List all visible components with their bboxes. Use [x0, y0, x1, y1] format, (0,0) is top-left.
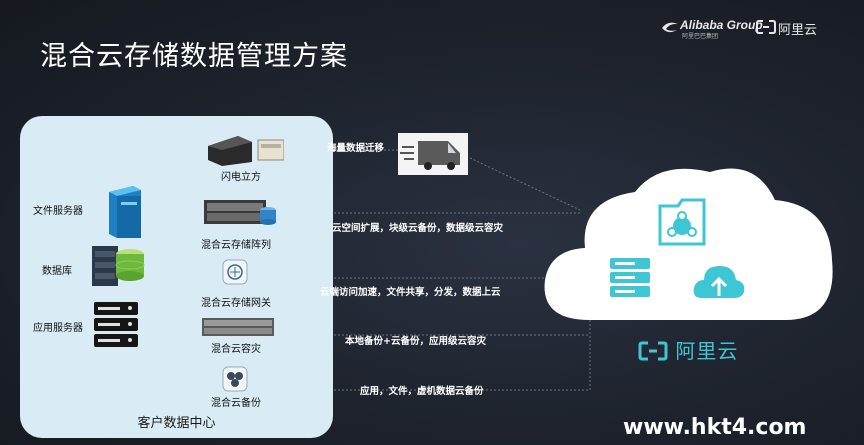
aliyun-cloud-text: 阿里云 — [675, 339, 739, 363]
page-title: 混合云存储数据管理方案 — [40, 41, 348, 72]
disaster-recovery-icon — [202, 318, 274, 336]
caption-recovery: 本地备份+云备份，应用级云容灾 — [345, 336, 486, 347]
app-server-label: 应用服务器 — [33, 323, 83, 334]
app-server-icon — [94, 302, 138, 347]
storage-gateway-icon — [222, 259, 248, 285]
device-label: 混合云备份 — [211, 398, 261, 409]
device-label: 混合云容灾 — [211, 344, 261, 355]
database-label: 数据库 — [42, 266, 72, 277]
customer-data-center-panel: 客户数据中心 — [20, 116, 333, 438]
brand-logos: Alibaba Group 阿里巴巴集团 阿里云 — [662, 16, 854, 40]
alibaba-logo-icon — [662, 22, 678, 33]
cloud-backup-icon — [222, 366, 248, 392]
lightning-cube-icon — [208, 136, 284, 166]
caption-backup: 应用，文件，虚机数据云备份 — [360, 386, 484, 397]
alibaba-group-text: Alibaba Group — [680, 18, 763, 32]
aliyun-text: 阿里云 — [778, 23, 818, 38]
caption-migration: 海量数据迁移 — [327, 143, 385, 154]
device-label: 混合云存储阵列 — [201, 240, 271, 251]
device-label: 混合云存储网关 — [201, 298, 271, 309]
storage-array-icon — [204, 200, 276, 225]
aliyun-cloud-logo-icon — [638, 341, 668, 361]
file-server-icon — [109, 186, 141, 238]
caption-gateway: 云端访问加速，文件共享，分发，数据上云 — [320, 287, 501, 298]
device-label: 闪电立方 — [221, 172, 261, 183]
alibaba-sub-text: 阿里巴巴集团 — [682, 33, 719, 40]
aliyun-logo-icon — [756, 20, 776, 34]
truck-icon — [398, 133, 468, 175]
database-icon — [92, 246, 145, 286]
cloud-icon — [544, 168, 833, 320]
watermark-text: www.hkt4.com — [623, 415, 807, 440]
file-server-label: 文件服务器 — [33, 206, 83, 217]
aliyun-cloud-label: 阿里云 — [638, 335, 738, 364]
caption-storage-array: 云空间扩展，块级云备份，数据级云容灾 — [332, 223, 504, 234]
data-center-label: 客户数据中心 — [137, 416, 216, 431]
